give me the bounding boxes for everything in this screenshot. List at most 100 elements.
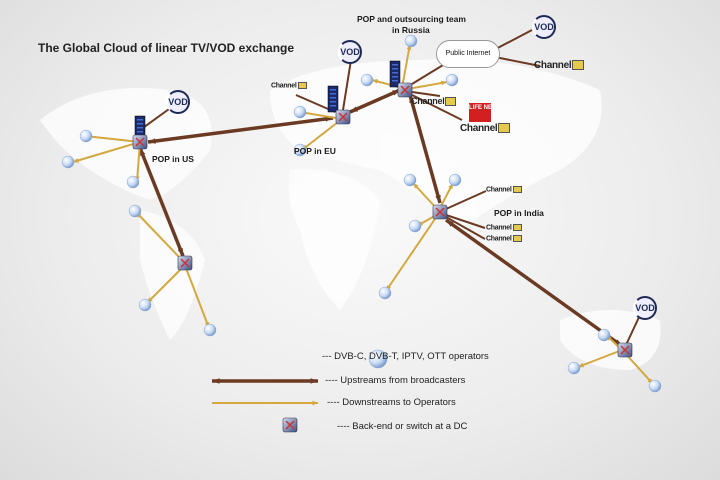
switch-icon — [282, 417, 298, 433]
server-slot — [392, 68, 398, 70]
operator-bubble — [360, 73, 374, 87]
upstream-link — [408, 94, 442, 204]
channel-logo: Channel — [460, 123, 511, 134]
switch-cross — [338, 112, 348, 122]
operator-bubble — [597, 328, 611, 342]
operator-bubble — [445, 73, 459, 87]
vod-icon: VOD — [532, 15, 556, 39]
server-slot — [137, 131, 143, 133]
downstream-link — [401, 43, 411, 89]
downstream-arrowhead — [372, 79, 378, 84]
pop-eu-label: POP in EU — [294, 146, 336, 156]
server-icon — [389, 60, 401, 88]
server-slot — [137, 119, 143, 121]
operator-bubble — [404, 34, 418, 48]
downstream-link — [146, 265, 185, 304]
tv-icon — [445, 97, 457, 107]
upstream-arrowhead — [177, 248, 183, 256]
tv-icon — [512, 186, 522, 193]
pop-russia-label: POP and outsourcing team — [357, 14, 466, 24]
source-link — [342, 59, 352, 111]
vod-icon: VOD — [166, 90, 190, 114]
server-slot — [330, 93, 336, 95]
source-link — [445, 216, 486, 240]
server-body — [389, 60, 401, 88]
server-slot — [330, 105, 336, 107]
server-slot — [392, 72, 398, 74]
operator-bubble — [293, 143, 307, 157]
tv-icon — [572, 60, 585, 71]
server-slot — [330, 89, 336, 91]
downstream-link — [301, 121, 339, 151]
switch-cross — [400, 85, 410, 95]
tv-icon — [512, 224, 522, 231]
source-link — [445, 214, 486, 229]
switch-cross — [285, 420, 295, 430]
switch-icon — [335, 109, 351, 125]
switch-icon — [432, 204, 448, 220]
legend-backend: ---- Back-end or switch at a DC — [337, 421, 468, 432]
upstream-arrowhead — [435, 195, 441, 203]
public-internet-cloud: Public Internet — [436, 40, 500, 68]
switch-icon — [617, 342, 633, 358]
operator-bubble — [203, 323, 217, 337]
operator-bubble — [368, 349, 388, 369]
switch-icon — [132, 134, 148, 150]
upstream-link — [138, 147, 185, 257]
switch-icon — [397, 82, 413, 98]
upstream-link — [349, 88, 401, 114]
server-slot — [137, 127, 143, 129]
operator-bubble — [128, 204, 142, 218]
upstream-arrowhead — [212, 378, 220, 384]
channel-logo: Channel — [411, 96, 457, 107]
legend-upstreams: ---- Upstreams from broadcasters — [325, 375, 466, 386]
diagram-title: The Global Cloud of linear TV/VOD exchan… — [38, 41, 295, 55]
operator-bubble — [648, 379, 662, 393]
upstream-link — [147, 116, 334, 144]
vod-icon: VOD — [338, 40, 362, 64]
source-link — [445, 190, 487, 210]
downstream-arrowhead — [73, 158, 79, 163]
tv-icon — [297, 82, 307, 89]
downstream-link — [84, 135, 141, 143]
downstream-link — [577, 349, 623, 368]
server-slot — [392, 80, 398, 82]
server-slot — [330, 101, 336, 103]
server-slot — [392, 76, 398, 78]
operator-bubble — [408, 219, 422, 233]
switch-cross — [180, 258, 190, 268]
operator-bubble — [567, 361, 581, 375]
channel-logo: Channel — [486, 224, 522, 231]
server-slot — [392, 64, 398, 66]
source-link — [411, 91, 441, 97]
downstream-link — [135, 211, 181, 259]
downstream-arrowhead — [312, 400, 318, 406]
switch-cross — [620, 345, 630, 355]
pop-russia-label-line2: in Russia — [392, 25, 430, 35]
switch-cross — [135, 137, 145, 147]
channel-logo: Channel — [271, 82, 307, 89]
tv-icon — [498, 123, 511, 134]
pop-india-label: POP in India — [494, 208, 544, 218]
downstream-link — [385, 215, 438, 292]
upstream-arrowhead — [446, 220, 454, 227]
operator-bubble — [448, 173, 462, 187]
server-slot — [137, 123, 143, 125]
tv-icon — [512, 235, 522, 242]
server-slot — [330, 97, 336, 99]
upstream-arrowhead — [148, 138, 156, 144]
downstream-arrowhead — [441, 80, 447, 86]
server-body — [327, 85, 339, 113]
operator-bubble — [138, 298, 152, 312]
operator-bubble — [378, 286, 392, 300]
source-link — [411, 94, 463, 121]
downstream-link — [185, 267, 210, 329]
upstream-arrowhead — [140, 148, 146, 156]
legend-operators: --- DVB-C, DVB-T, IPTV, OTT operators — [322, 351, 489, 362]
life-news-logo: LIFE NEWS — [469, 103, 502, 122]
legend-downstreams: ---- Downstreams to Operators — [327, 397, 456, 408]
upstream-link — [444, 218, 624, 348]
operator-bubble — [79, 129, 93, 143]
downstream-link — [623, 351, 654, 385]
